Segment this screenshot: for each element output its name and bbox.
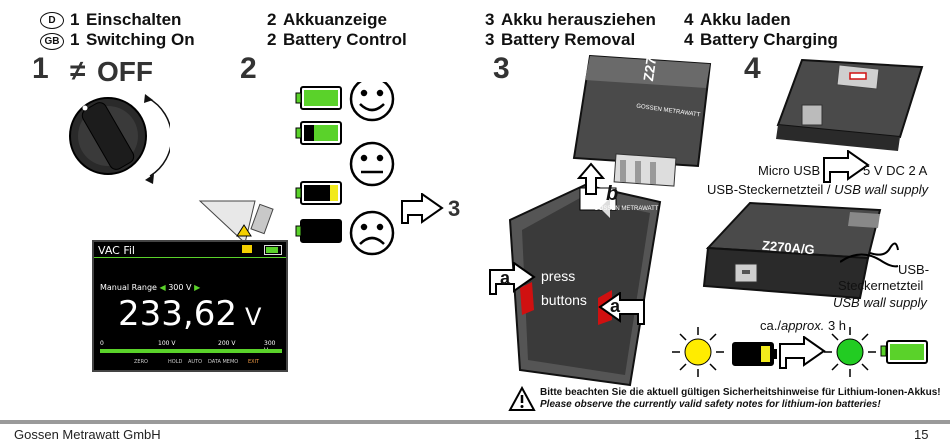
press-arrow-right-icon [598, 292, 645, 325]
display-range: Manual Range ◀ 300 V ▶ [100, 283, 201, 292]
step-number-4: 4 [744, 52, 761, 85]
goto-step-number: 3 [448, 196, 461, 221]
press-label: press [541, 268, 576, 284]
meter-back-case [508, 183, 662, 387]
micro-usb-label: Micro USB [758, 163, 821, 178]
display-bargraph [100, 349, 282, 353]
not-equal-icon: ≠ [70, 55, 86, 86]
step-number-1: 1 [32, 52, 49, 85]
battery-low-icon [732, 342, 777, 366]
warning-icon [242, 245, 252, 253]
rotary-switch-icon [69, 94, 170, 184]
lang-badge-de: D [40, 10, 64, 29]
press-arrow-left-icon [489, 262, 536, 295]
buttons-label: buttons [541, 292, 587, 308]
battery-levels [295, 82, 395, 256]
magnifier-cone [198, 200, 274, 244]
battery-usb-port-view [776, 58, 924, 151]
display-softkeys: ZERO HOLD AUTO DATA MEMO EXIT [134, 359, 260, 365]
battery-full-icon [880, 340, 928, 364]
label-a-right: a [610, 296, 621, 316]
wall-supply-label: USB wall supply [833, 295, 927, 310]
warning-text: Bitte beachten Sie die aktuell gültigen … [540, 387, 941, 410]
charge-time-label: ca./approx. 3 h [760, 318, 847, 333]
battery-pack-removed [572, 54, 712, 187]
usb-arrow-icon [823, 150, 870, 183]
footer-company: Gossen Metrawatt GmbH [14, 427, 161, 442]
case-brand-label: GOSSEN METRAWATT [594, 206, 659, 212]
pull-arrow-icon [576, 162, 607, 201]
step-number-2: 2 [240, 52, 257, 85]
led-yellow-icon [672, 327, 724, 377]
display-mode: VAC Fil [98, 244, 135, 257]
usb-prefix-label: USB- [898, 262, 930, 277]
display-battery-icon [264, 245, 282, 255]
adapter-label: USB-Steckernetzteil / USB wall supply [707, 182, 929, 197]
page-number: 15 [914, 427, 929, 442]
warning-triangle-icon [508, 386, 536, 411]
label-b: b [606, 183, 619, 205]
supply-label: 5 V DC 2 A [863, 163, 928, 178]
goto-arrow-icon [401, 193, 444, 224]
label-a-left: a [500, 268, 511, 288]
step-number-3: 3 [493, 52, 510, 85]
netzteil-label: Steckernetzteil [838, 278, 924, 293]
footer-rule [0, 420, 950, 424]
charge-arrow-icon [779, 336, 826, 369]
led-green-icon [824, 327, 876, 377]
lang-badge-gb: GB [40, 31, 64, 50]
off-label: OFF [97, 56, 153, 87]
usb-cable [840, 253, 899, 268]
battery-charging-view [702, 201, 899, 300]
